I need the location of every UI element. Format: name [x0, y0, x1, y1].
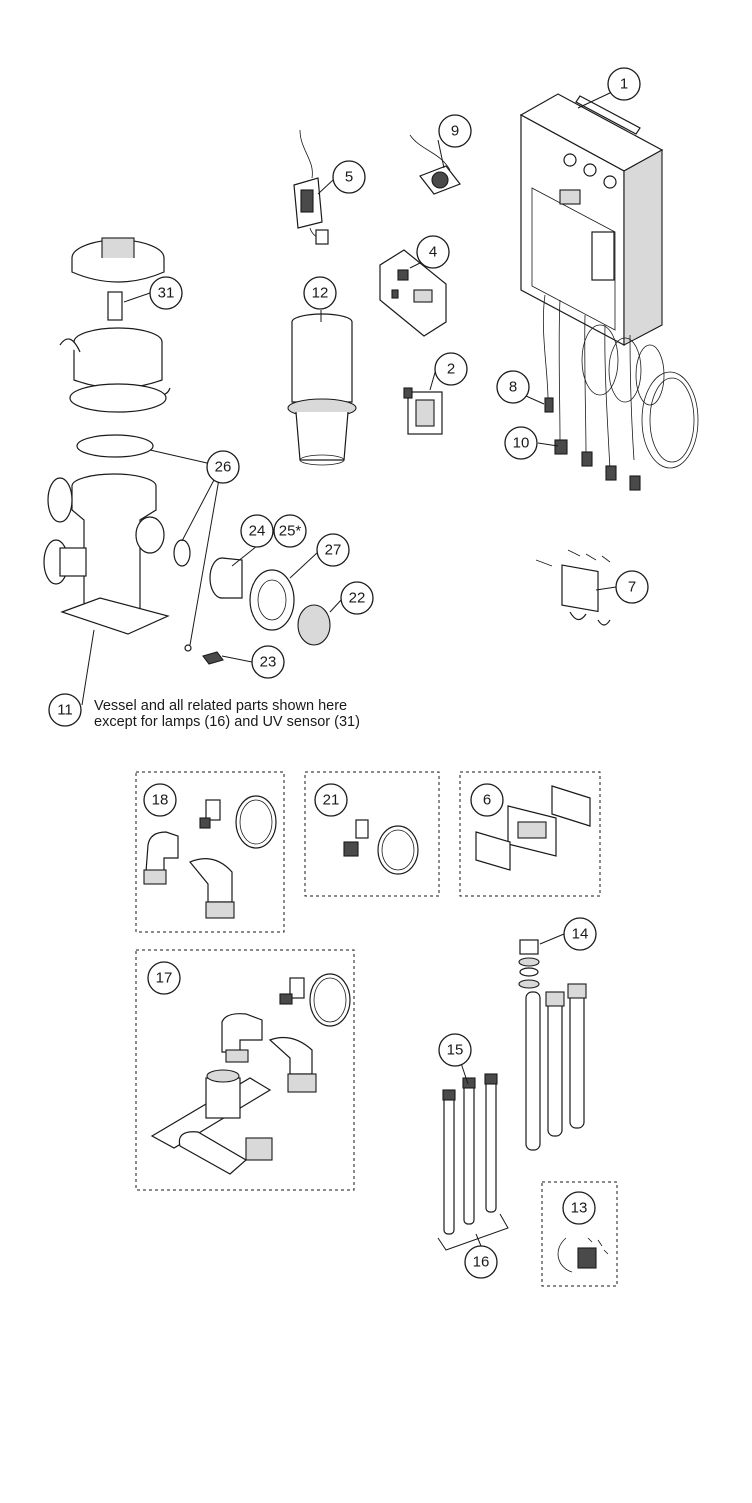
svg-text:25*: 25*	[279, 523, 302, 540]
svg-text:21: 21	[323, 792, 340, 809]
callout-12: 12	[303, 276, 337, 310]
svg-text:4: 4	[429, 244, 437, 261]
hardware-kit-drawing	[535, 549, 611, 626]
callout-26: 26	[206, 450, 240, 484]
callout-13: 13	[562, 1191, 596, 1225]
lamp-housings-drawing	[518, 939, 587, 1151]
kit-box-18	[135, 771, 285, 933]
plumbing-kit-18-drawing	[143, 795, 277, 919]
svg-text:31: 31	[158, 285, 175, 302]
svg-text:13: 13	[571, 1200, 588, 1217]
display-board-kit-6-drawing	[475, 785, 591, 871]
kit-box-21	[304, 771, 440, 897]
svg-text:16: 16	[473, 1254, 490, 1271]
callout-10: 10	[504, 426, 538, 460]
callout-22: 22	[340, 581, 374, 615]
svg-text:1: 1	[620, 76, 628, 93]
svg-text:8: 8	[509, 379, 517, 396]
callout-2: 2	[434, 352, 468, 386]
leader-lines	[81, 91, 617, 1247]
svg-text:18: 18	[152, 792, 169, 809]
svg-text:26: 26	[215, 459, 232, 476]
callout-14: 14	[563, 917, 597, 951]
callout-5: 5	[332, 160, 366, 194]
callout-1: 1	[607, 67, 641, 101]
svg-text:9: 9	[451, 123, 459, 140]
callout-31: 31	[149, 276, 183, 310]
callout-23: 23	[251, 645, 285, 679]
callout-6: 6	[470, 783, 504, 817]
vessel-drawing	[43, 237, 331, 665]
callout-27: 27	[316, 533, 350, 567]
svg-text:2: 2	[447, 361, 455, 378]
svg-text:22: 22	[349, 590, 366, 607]
o-ring-kit-21-drawing	[343, 819, 419, 875]
callout-8: 8	[496, 370, 530, 404]
fan-drawing	[409, 134, 461, 195]
svg-text:24: 24	[249, 523, 266, 540]
callout-24: 24	[240, 514, 274, 548]
kit-box-13	[541, 1181, 618, 1287]
vessel-note-line-2: except for lamps (16) and UV sensor (31)	[94, 714, 360, 730]
callout-16: 16	[464, 1245, 498, 1279]
callout-9: 9	[438, 114, 472, 148]
svg-text:14: 14	[572, 926, 589, 943]
circuit-board-drawing	[379, 249, 447, 337]
callout-4: 4	[416, 235, 450, 269]
svg-text:12: 12	[312, 285, 329, 302]
callout-18: 18	[143, 783, 177, 817]
svg-text:17: 17	[156, 970, 173, 987]
vessel-note-line-1: Vessel and all related parts shown here	[94, 698, 347, 714]
svg-text:5: 5	[345, 169, 353, 186]
svg-text:7: 7	[628, 579, 636, 596]
control-enclosure-drawing	[519, 93, 699, 491]
callout-11: 11	[48, 693, 82, 727]
callout-21: 21	[314, 783, 348, 817]
sensor-kit-13-drawing	[557, 1237, 609, 1273]
callout-7: 7	[615, 570, 649, 604]
svg-text:27: 27	[325, 542, 342, 559]
kit-box-17	[135, 949, 355, 1191]
callout-15: 15	[438, 1033, 472, 1067]
svg-text:15: 15	[447, 1042, 464, 1059]
uv-lamps-drawing	[437, 1073, 509, 1251]
plumbing-kit-17-drawing	[150, 973, 351, 1175]
svg-text:23: 23	[260, 654, 277, 671]
callout-25: 25*	[273, 514, 307, 548]
svg-text:11: 11	[57, 702, 73, 719]
callout-17: 17	[147, 961, 181, 995]
quartz-sleeve-drawing	[287, 313, 357, 466]
svg-text:6: 6	[483, 792, 491, 809]
transformer-drawing	[403, 387, 443, 435]
ballast-drawing	[293, 129, 329, 245]
svg-text:10: 10	[513, 435, 530, 452]
